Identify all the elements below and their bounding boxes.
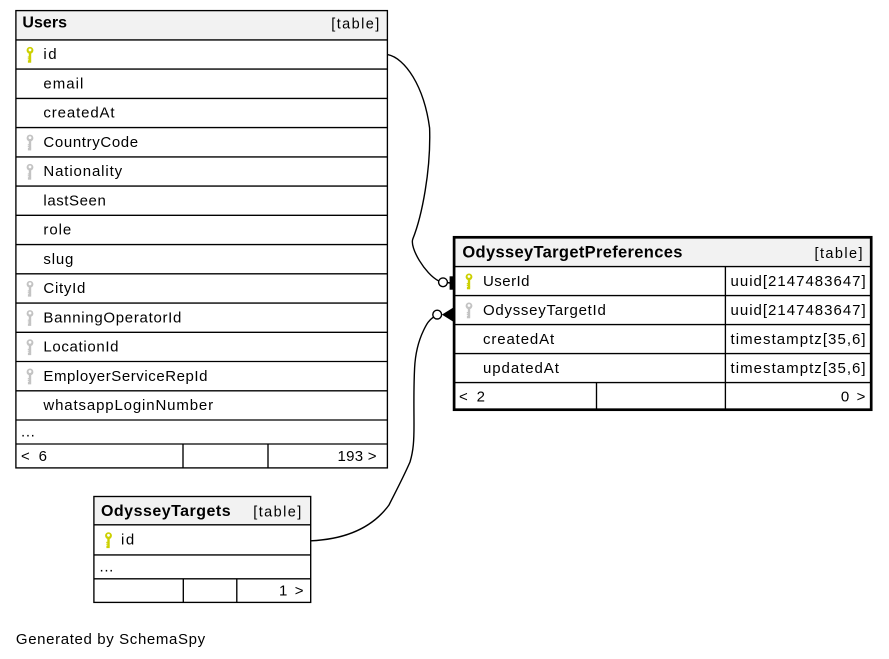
- svg-text:[table]: [table]: [331, 16, 379, 32]
- svg-text:slug: slug: [43, 251, 73, 268]
- svg-text:...: ...: [21, 424, 35, 441]
- svg-text:timestamptz[35,6]: timestamptz[35,6]: [731, 360, 866, 377]
- svg-text:OdysseyTargetPreferences: OdysseyTargetPreferences: [462, 243, 682, 261]
- svg-text:lastSeen: lastSeen: [43, 192, 105, 209]
- svg-text:uuid[2147483647]: uuid[2147483647]: [731, 302, 866, 319]
- svg-text:[table]: [table]: [815, 246, 863, 262]
- svg-text:BanningOperatorId: BanningOperatorId: [43, 309, 181, 326]
- svg-text:EmployerServiceRepId: EmployerServiceRepId: [43, 368, 207, 385]
- svg-text:id: id: [121, 532, 134, 549]
- svg-text:< 6: < 6: [21, 448, 47, 465]
- svg-text:UserId: UserId: [483, 273, 530, 290]
- svg-text:whatsappLoginNumber: whatsappLoginNumber: [42, 397, 213, 414]
- svg-text:< 2: < 2: [459, 388, 485, 405]
- svg-text:Generated by SchemaSpy: Generated by SchemaSpy: [16, 631, 206, 648]
- svg-text:updatedAt: updatedAt: [483, 360, 560, 377]
- svg-text:createdAt: createdAt: [43, 105, 115, 122]
- svg-text:0 >: 0 >: [841, 388, 866, 405]
- svg-text:Users: Users: [22, 15, 67, 32]
- svg-text:createdAt: createdAt: [483, 331, 555, 348]
- svg-text:OdysseyTargets: OdysseyTargets: [101, 503, 231, 520]
- svg-text:uuid[2147483647]: uuid[2147483647]: [731, 273, 866, 290]
- svg-text:role: role: [43, 222, 71, 239]
- svg-text:timestamptz[35,6]: timestamptz[35,6]: [731, 331, 866, 348]
- svg-text:1 >: 1 >: [279, 583, 304, 600]
- svg-text:...: ...: [100, 559, 114, 576]
- svg-text:LocationId: LocationId: [43, 339, 118, 356]
- svg-text:email: email: [43, 75, 83, 92]
- svg-text:id: id: [43, 46, 56, 63]
- svg-text:Nationality: Nationality: [43, 163, 122, 180]
- svg-text:[table]: [table]: [253, 504, 301, 520]
- svg-text:OdysseyTargetId: OdysseyTargetId: [483, 302, 606, 319]
- svg-text:193 >: 193 >: [338, 448, 377, 465]
- svg-text:CountryCode: CountryCode: [43, 134, 138, 151]
- svg-text:CityId: CityId: [43, 280, 85, 297]
